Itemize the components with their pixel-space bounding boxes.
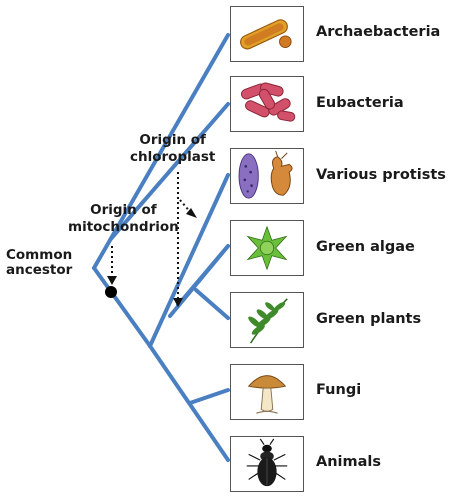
archaebacteria-icon bbox=[230, 6, 304, 62]
protists-icon bbox=[230, 148, 304, 204]
taxon-label-eubacteria: Eubacteria bbox=[316, 95, 404, 111]
taxon-label-green-plants: Green plants bbox=[316, 311, 422, 327]
mitochondrion-label: Origin of mitochondrion bbox=[68, 202, 179, 236]
branch-fungi bbox=[188, 388, 230, 405]
common-ancestor-line1: Common bbox=[6, 247, 73, 263]
taxon-label-fungi: Fungi bbox=[316, 382, 362, 398]
common-ancestor-node bbox=[105, 286, 117, 298]
mushroom-icon bbox=[230, 364, 304, 420]
green-algae-icon bbox=[230, 220, 304, 276]
branch-green-algae bbox=[176, 244, 230, 307]
taxon-label-green-algae: Green algae bbox=[316, 239, 415, 255]
taxon-label-archaebacteria: Archaebacteria bbox=[316, 24, 441, 40]
branch-eubacteria bbox=[108, 102, 230, 242]
chloroplast-line2: chloroplast bbox=[130, 149, 216, 165]
mitochondrion-line1: Origin of bbox=[90, 202, 157, 218]
chloroplast-arrowhead bbox=[173, 298, 183, 307]
mitochondrion-arrowhead bbox=[107, 276, 117, 285]
beetle-icon bbox=[230, 436, 304, 492]
branch-stem-eukarya bbox=[92, 266, 152, 348]
taxon-label-protists: Various protists bbox=[316, 167, 446, 183]
common-ancestor-label: Common ancestor bbox=[6, 248, 72, 278]
mitochondrion-line2: mitochondrion bbox=[68, 219, 179, 235]
chloroplast-label: Origin of chloroplast bbox=[130, 132, 215, 166]
chloroplast-side-arrowhead bbox=[186, 208, 197, 218]
branch-plants-stem bbox=[194, 288, 230, 320]
taxon-label-animals: Animals bbox=[316, 454, 382, 470]
common-ancestor-line2: ancestor bbox=[6, 262, 73, 278]
tree-branches bbox=[92, 33, 230, 462]
branch-root-archaebacteria bbox=[92, 33, 230, 270]
chloroplast-line1: Origin of bbox=[139, 132, 206, 148]
fern-icon bbox=[230, 292, 304, 348]
branch-eukarya-main bbox=[148, 173, 230, 348]
arrowheads bbox=[107, 208, 197, 307]
eubacteria-icon bbox=[230, 76, 304, 132]
